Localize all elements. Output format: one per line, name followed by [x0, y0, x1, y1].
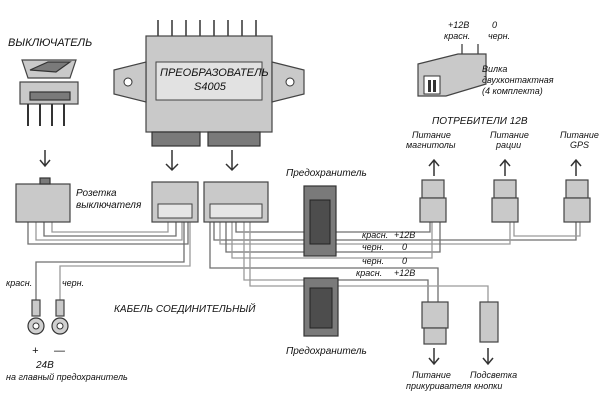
- plug-zero-label: 0: [492, 20, 497, 30]
- cable-label: КАБЕЛЬ СОЕДИНИТЕЛЬНЫЙ: [114, 302, 256, 315]
- arrow-down-icon: [428, 348, 494, 366]
- backlight-connector: [479, 301, 499, 343]
- switch-label: ВЫКЛЮЧАТЕЛЬ: [8, 37, 92, 49]
- fuse-bottom-label: Предохранитель: [286, 346, 367, 357]
- cig-label-line2: прикуривателя: [406, 381, 472, 391]
- light-label-line2: кнопки: [474, 381, 502, 391]
- consumer-connector-radio-player: [419, 179, 447, 223]
- light-label-line1: Подсветка: [470, 370, 517, 380]
- plug-label-line2: двухконтактная: [482, 75, 554, 85]
- arrow-down-icon: [165, 150, 239, 172]
- wire2-value: 0: [402, 242, 407, 252]
- plug-label-line1: Вилка: [482, 64, 507, 74]
- consumer-gps-line2: GPS: [570, 140, 589, 150]
- wire4-color: красн.: [356, 268, 382, 278]
- wire1-color: красн.: [362, 230, 388, 240]
- consumer-gps-line1: Питание: [560, 130, 599, 140]
- cig-label-line1: Питание: [412, 370, 451, 380]
- switch-socket: [15, 183, 71, 223]
- converter-model: S4005: [194, 81, 227, 93]
- wire3-value: 0: [402, 256, 407, 266]
- consumer-radio-line2: рации: [495, 140, 521, 150]
- consumer-connector-gps: [563, 179, 591, 223]
- consumers-title: ПОТРЕБИТЕЛИ 12В: [432, 116, 528, 127]
- arrow-up-icon: [428, 158, 582, 176]
- converter-unit: [113, 20, 305, 147]
- connecting-wires: [27, 220, 581, 302]
- voltage-label: 24В: [35, 360, 54, 371]
- socket-label-line1: Розетка: [76, 188, 117, 199]
- consumer-radio-player-line1: Питание: [412, 130, 451, 140]
- minus-sign: —: [53, 345, 66, 357]
- plug-label-line3: (4 комплекта): [482, 86, 543, 96]
- plus-sign: +: [32, 345, 39, 357]
- input-red-label: красн.: [6, 278, 32, 288]
- wire3-color: черн.: [362, 256, 384, 266]
- fuse-bottom: [303, 277, 339, 337]
- consumer-radio-line1: Питание: [490, 130, 529, 140]
- consumer-radio-player-line2: магнитолы: [406, 140, 456, 150]
- wire2-color: черн.: [362, 242, 384, 252]
- ring-terminal-plus: [27, 299, 45, 335]
- input-black-label: черн.: [62, 278, 84, 288]
- plug-red-label: красн.: [444, 31, 470, 41]
- converter-title: ПРЕОБРАЗОВАТЕЛЬ: [160, 67, 269, 79]
- fuse-top-label: Предохранитель: [286, 168, 367, 179]
- fuse-top: [303, 185, 337, 257]
- two-pin-plug: [417, 44, 487, 97]
- consumer-connector-radio: [491, 179, 519, 223]
- plug-black-label: черн.: [488, 31, 510, 41]
- main-fuse-label: на главный предохранитель: [6, 372, 128, 382]
- plug-plus-label: +12В: [448, 20, 469, 30]
- wire4-value: +12В: [394, 268, 415, 278]
- wire1-value: +12В: [394, 230, 415, 240]
- switch-rocker: [19, 59, 79, 126]
- ring-terminal-minus: [51, 299, 69, 335]
- socket-label-line2: выключателя: [76, 200, 142, 211]
- arrow-down-icon: [39, 150, 51, 168]
- cigarette-lighter-connector: [421, 301, 449, 345]
